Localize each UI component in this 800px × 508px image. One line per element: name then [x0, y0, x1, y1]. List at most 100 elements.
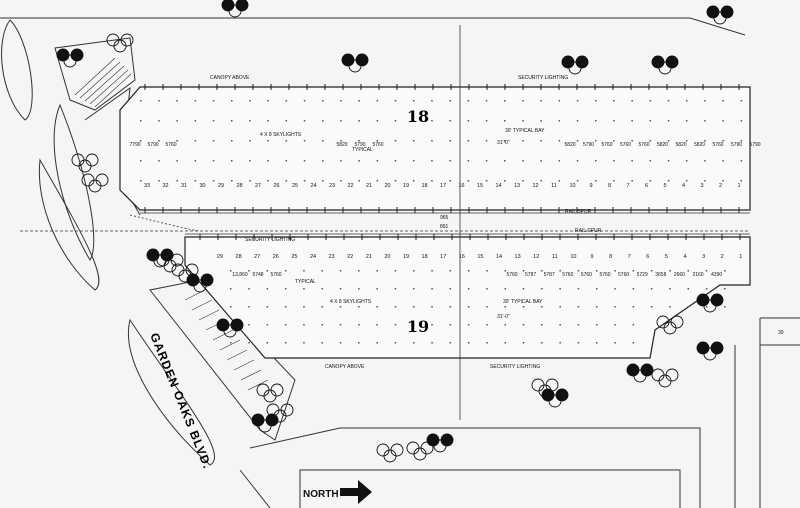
bay-number-18: 12: [532, 183, 538, 189]
tree-icon: [200, 273, 214, 287]
building-19-number: 19: [407, 317, 429, 336]
tree-icon: [186, 273, 200, 287]
grid-mark: [485, 180, 488, 182]
grid-mark: [649, 120, 652, 122]
grid-mark: [340, 160, 342, 162]
tree-icon: [120, 33, 134, 47]
grid-mark: [540, 100, 542, 102]
grid-mark: [705, 306, 708, 308]
grid-mark: [522, 120, 524, 122]
grid-mark: [413, 120, 415, 122]
bay-number-19: 21: [366, 254, 372, 260]
grid-mark: [249, 140, 251, 142]
tree-icon: [88, 179, 102, 193]
grid-mark: [486, 324, 488, 326]
grid-mark: [522, 288, 525, 290]
grid-mark: [376, 270, 378, 272]
area-19: 5787: [544, 272, 555, 278]
grid-mark: [577, 306, 580, 308]
grid-mark: [358, 100, 360, 102]
grid-mark: [376, 324, 378, 326]
grid-mark: [559, 306, 561, 308]
grid-mark: [632, 288, 635, 290]
bay-number-18: 14: [495, 183, 501, 189]
grid-mark: [649, 160, 652, 162]
grid-mark: [212, 140, 215, 142]
grid-mark: [686, 100, 688, 102]
grid-mark: [303, 120, 306, 122]
building-18-number: 18: [407, 107, 429, 126]
tree-icon: [670, 315, 684, 329]
grid-mark: [613, 140, 615, 142]
grid-mark: [158, 140, 160, 142]
grid-mark: [631, 120, 633, 122]
grid-mark: [722, 160, 724, 162]
grid-mark: [285, 120, 288, 122]
tree-icon: [160, 248, 174, 262]
grid-mark: [267, 160, 269, 162]
grid-mark: [158, 120, 160, 122]
grid-mark: [376, 120, 379, 122]
bay-number-19: 15: [477, 254, 483, 260]
grid-mark: [687, 270, 689, 272]
grid-mark: [576, 140, 579, 142]
grid-mark: [249, 180, 251, 182]
bay-number-18: 7: [626, 183, 629, 189]
grid-mark: [504, 342, 506, 344]
grid-mark: [266, 342, 269, 344]
grid-mark: [577, 288, 580, 290]
grid-mark: [485, 100, 488, 102]
grid-mark: [376, 306, 378, 308]
grid-mark: [431, 288, 433, 290]
grid-mark: [522, 342, 525, 344]
tree-icon: [651, 55, 665, 69]
bay-number-19: 13: [515, 254, 521, 260]
bay-number-19: 12: [533, 254, 539, 260]
bay-number-18: 19: [403, 183, 409, 189]
grid-mark: [558, 120, 561, 122]
grid-mark: [340, 140, 342, 142]
grid-mark: [540, 120, 542, 122]
grid-mark: [431, 160, 433, 162]
grid-mark: [194, 100, 197, 102]
bay-number-18: 5: [663, 183, 666, 189]
grid-mark: [686, 160, 688, 162]
south-road-edge: [249, 427, 701, 508]
bay-number-19: 3: [702, 254, 705, 260]
grid-mark: [321, 270, 323, 272]
bay-number-18: 20: [384, 183, 390, 189]
security-lighting-label-mid: SECURITY LIGHTING: [245, 237, 295, 243]
tree-icon: [665, 55, 679, 69]
grid-mark: [596, 270, 598, 272]
grid-mark: [667, 160, 670, 162]
grid-mark: [704, 100, 706, 102]
dimension-bottom: 891: [440, 224, 449, 230]
grid-mark: [303, 270, 305, 272]
grid-mark: [321, 324, 323, 326]
grid-mark: [322, 160, 324, 162]
grid-mark: [394, 140, 397, 142]
grid-mark: [649, 180, 652, 182]
grid-mark: [176, 160, 178, 162]
dimension-total: 965: [440, 215, 449, 221]
grid-mark: [284, 342, 287, 344]
typical-label-top: TYPICAL: [352, 147, 373, 153]
tree-icon: [561, 55, 575, 69]
grid-mark: [176, 120, 178, 122]
area-18: 5760: [165, 142, 176, 148]
grid-mark: [266, 288, 269, 290]
tree-icon: [56, 48, 70, 62]
area-18: 5820: [336, 142, 347, 148]
grid-mark: [576, 160, 579, 162]
grid-mark: [358, 288, 360, 290]
grid-mark: [376, 140, 379, 142]
grid-mark: [467, 140, 470, 142]
tree-icon: [720, 5, 734, 19]
grid-mark: [358, 160, 360, 162]
grid-mark: [248, 288, 250, 290]
area-18: 5760: [620, 142, 631, 148]
tree-icon: [85, 153, 99, 167]
grid-mark: [340, 100, 342, 102]
area-19: 5748: [252, 272, 263, 278]
grid-mark: [303, 160, 306, 162]
